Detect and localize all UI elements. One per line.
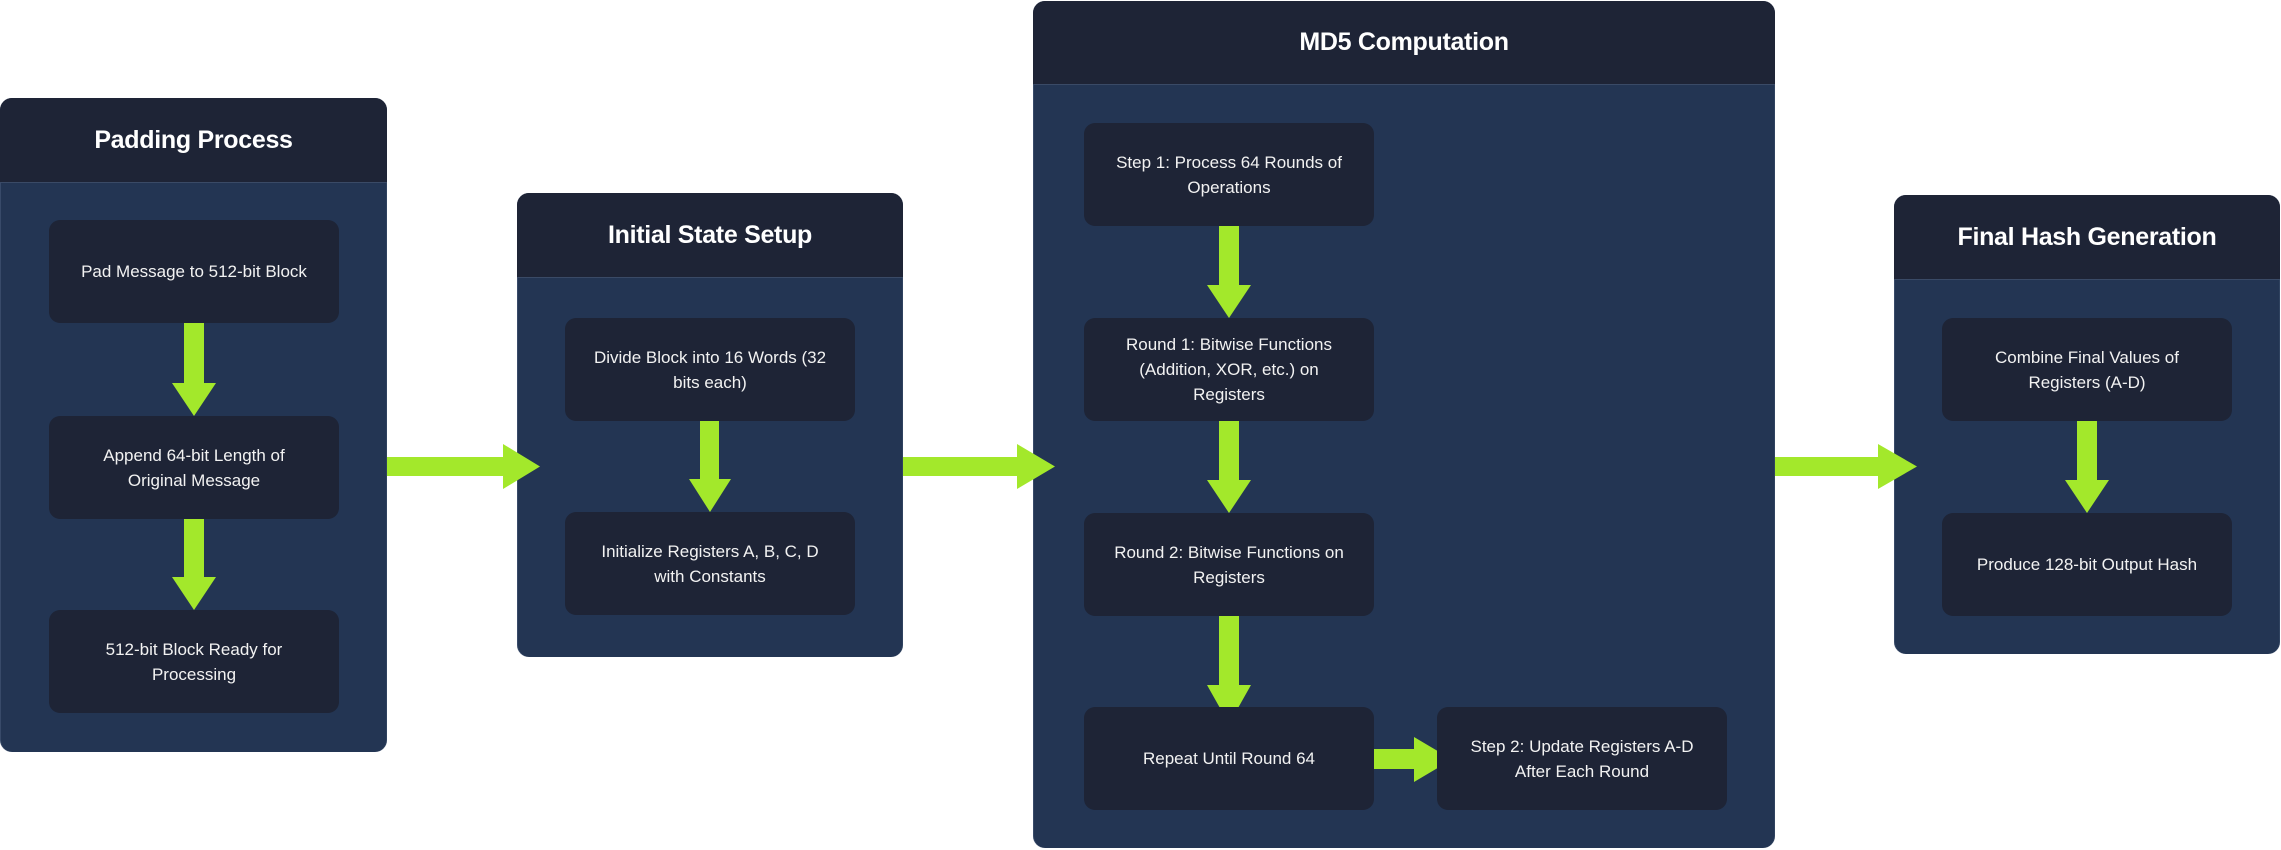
step-label: Produce 128-bit Output Hash bbox=[1976, 555, 2198, 574]
step-divide-block[interactable]: Divide Block into 16 Words (32 bits each… bbox=[565, 318, 855, 421]
panel-title: Initial State Setup bbox=[607, 220, 813, 249]
step-process-64-rounds[interactable]: Step 1: Process 64 Rounds of Operations bbox=[1084, 123, 1374, 226]
panel-header: Initial State Setup bbox=[517, 193, 903, 278]
panel-header: Final Hash Generation bbox=[1894, 195, 2280, 280]
step-label: Round 2: Bitwise Functions on Registers bbox=[1114, 542, 1344, 587]
step-label: Pad Message to 512-bit Block bbox=[81, 262, 307, 281]
step-label: Step 1: Process 64 Rounds of Operations bbox=[1116, 152, 1342, 197]
step-label: Step 2: Update Registers A-D After Each … bbox=[1470, 736, 1694, 781]
step-update-registers[interactable]: Step 2: Update Registers A-D After Each … bbox=[1437, 707, 1727, 810]
panel-title: Padding Process bbox=[94, 125, 293, 154]
step-round-1[interactable]: Round 1: Bitwise Functions (Addition, XO… bbox=[1084, 318, 1374, 421]
step-append-length[interactable]: Append 64-bit Length of Original Message bbox=[49, 416, 339, 519]
step-repeat-until-64[interactable]: Repeat Until Round 64 bbox=[1084, 707, 1374, 810]
step-label: 512-bit Block Ready for Processing bbox=[105, 639, 283, 684]
step-block-ready[interactable]: 512-bit Block Ready for Processing bbox=[49, 610, 339, 713]
step-label: Initialize Registers A, B, C, D with Con… bbox=[601, 541, 819, 586]
step-initialize-registers[interactable]: Initialize Registers A, B, C, D with Con… bbox=[565, 512, 855, 615]
step-label: Repeat Until Round 64 bbox=[1142, 749, 1315, 768]
panel-header: MD5 Computation bbox=[1033, 1, 1775, 85]
step-label: Round 1: Bitwise Functions (Addition, XO… bbox=[1126, 335, 1332, 404]
step-round-2[interactable]: Round 2: Bitwise Functions on Registers bbox=[1084, 513, 1374, 616]
panel-title: Final Hash Generation bbox=[1957, 222, 2217, 251]
panel-header: Padding Process bbox=[0, 98, 387, 183]
step-pad-message[interactable]: Pad Message to 512-bit Block bbox=[49, 220, 339, 323]
panel-title: MD5 Computation bbox=[1299, 28, 1509, 56]
step-label: Combine Final Values of Registers (A-D) bbox=[1995, 347, 2179, 392]
step-label: Append 64-bit Length of Original Message bbox=[103, 445, 285, 490]
step-produce-output-hash[interactable]: Produce 128-bit Output Hash bbox=[1942, 513, 2232, 616]
step-label: Divide Block into 16 Words (32 bits each… bbox=[593, 347, 827, 392]
step-combine-final-values[interactable]: Combine Final Values of Registers (A-D) bbox=[1942, 318, 2232, 421]
